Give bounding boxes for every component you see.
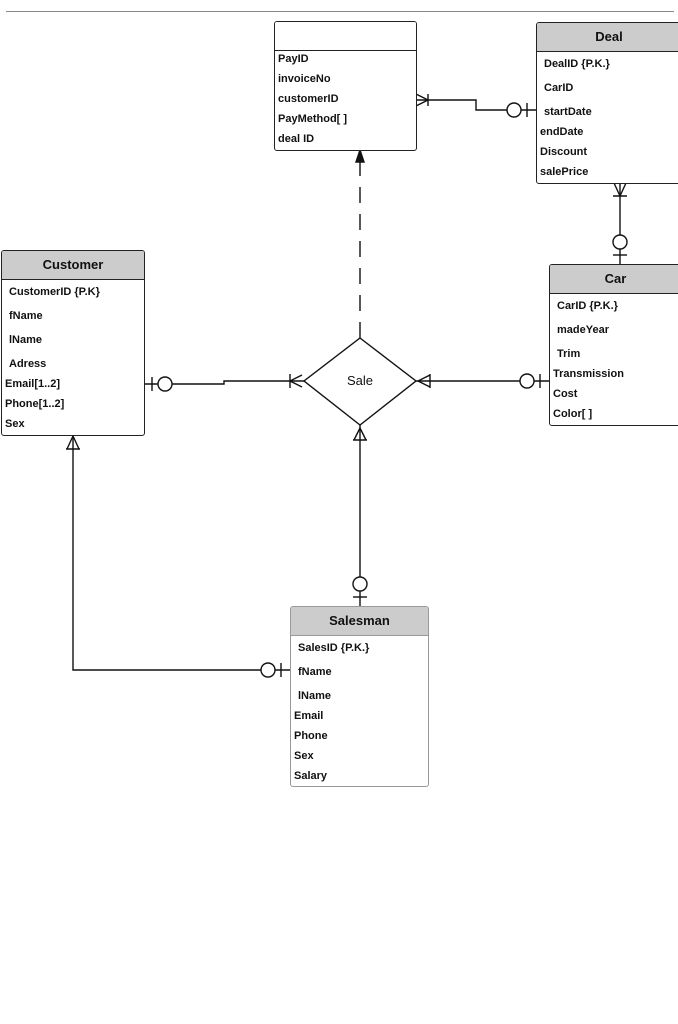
deal-attr-discount: Discount: [540, 146, 588, 158]
salesman-attr-salary: Salary: [294, 770, 328, 782]
customer-attr-adress: Adress: [9, 358, 47, 370]
customer-entity-title: Customer: [2, 251, 144, 280]
zero-circle-salesman-left: [260, 662, 276, 678]
connector-customer-salesman: [72, 436, 290, 671]
connector-customer-sale: [145, 380, 304, 385]
customer-attr-customerid: CustomerID {P.K}: [9, 286, 100, 298]
car-attr-transmission: Transmission: [553, 368, 624, 380]
car-attr-carid: CarID {P.K.}: [557, 300, 618, 312]
payment-entity[interactable]: PayID invoiceNo customerID PayMethod[ ] …: [274, 21, 417, 151]
payment-attr-dealid: deal ID: [278, 133, 315, 145]
deal-entity-title: Deal: [537, 23, 678, 52]
top-divider-line: [6, 11, 674, 12]
customer-attr-phone: Phone[1..2]: [5, 398, 65, 410]
payment-attr-customerid: customerID: [278, 93, 339, 105]
connector-payment-deal: [416, 99, 536, 111]
car-attr-cost: Cost: [553, 388, 578, 400]
customer-attr-lname: lName: [9, 334, 43, 346]
car-entity-title: Car: [550, 265, 678, 294]
deal-attr-dealid: DealID {P.K.}: [544, 58, 610, 70]
crowsfoot-customer-bottom: [66, 435, 80, 450]
salesman-entity-title: Salesman: [291, 607, 428, 636]
deal-attr-enddate: endDate: [540, 126, 584, 138]
payment-attr-payid: PayID: [278, 53, 309, 65]
salesman-attr-email: Email: [294, 710, 324, 722]
crowsfoot-sale-bottom: [353, 427, 367, 441]
car-attr-madeyear: madeYear: [557, 324, 609, 336]
deal-entity[interactable]: Deal DealID {P.K.} CarID startDate endDa…: [536, 22, 678, 184]
customer-attr-sex: Sex: [5, 418, 25, 430]
salesman-attr-salesid: SalesID {P.K.}: [298, 642, 370, 654]
zero-circle-salesman-end: [352, 576, 368, 592]
payment-attr-invoiceno: invoiceNo: [278, 73, 331, 85]
zero-circle-customer-end: [157, 376, 173, 392]
crowsfoot-sale-right: [417, 374, 431, 388]
crowsfoot-sale-left: [289, 374, 303, 388]
deal-attr-startdate: startDate: [544, 106, 592, 118]
customer-attr-fname: fName: [9, 310, 43, 322]
salesman-entity[interactable]: Salesman SalesID {P.K.} fName lName Emai…: [290, 606, 429, 787]
salesman-attr-lname: lName: [298, 690, 332, 702]
payment-entity-title: [275, 22, 416, 51]
customer-attr-email: Email[1..2]: [5, 378, 61, 390]
salesman-attr-sex: Sex: [294, 750, 314, 762]
arrowhead-payment: [355, 147, 365, 163]
car-attr-color: Color[ ]: [553, 408, 593, 420]
car-entity[interactable]: Car CarID {P.K.} madeYear Trim Transmiss…: [549, 264, 678, 426]
zero-circle-car-sale-end: [519, 373, 535, 389]
payment-attr-paymethod: PayMethod[ ]: [278, 113, 348, 125]
zero-circle-car-end: [612, 234, 628, 250]
salesman-attr-fname: fName: [298, 666, 332, 678]
sale-relationship-label: Sale: [347, 373, 374, 388]
sale-relationship-diamond: [302, 337, 418, 426]
car-attr-trim: Trim: [557, 348, 581, 360]
deal-attr-saleprice: salePrice: [540, 166, 589, 178]
salesman-attr-phone: Phone: [294, 730, 328, 742]
customer-entity[interactable]: Customer CustomerID {P.K} fName lName Ad…: [1, 250, 145, 436]
crowsfoot-deal-end: [613, 182, 627, 197]
deal-attr-carid: CarID: [544, 82, 574, 94]
crowsfoot-payment-end: [415, 93, 429, 107]
zero-circle-deal-end: [506, 102, 522, 118]
